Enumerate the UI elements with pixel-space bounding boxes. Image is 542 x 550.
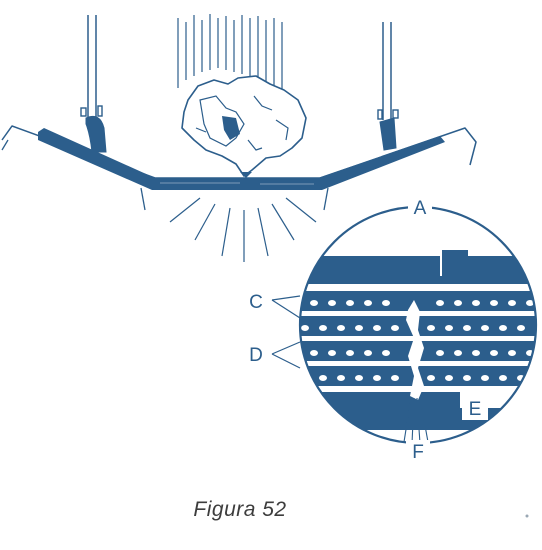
cord-dot xyxy=(319,325,327,331)
label-d: D xyxy=(249,345,263,366)
cord-dot xyxy=(454,300,462,306)
cord-dot xyxy=(355,325,363,331)
cord-dot xyxy=(526,300,534,306)
figure-caption: Figura 52 xyxy=(193,498,287,521)
right-mount-bracket xyxy=(379,117,397,151)
label-b: B xyxy=(449,254,462,275)
top-cover-layer xyxy=(300,256,536,284)
cord-dot xyxy=(436,350,444,356)
cord-dot xyxy=(499,375,507,381)
label-a: A xyxy=(414,198,427,219)
speck xyxy=(525,514,529,518)
conveyor-belt xyxy=(38,128,445,190)
cord-dot xyxy=(391,375,399,381)
cord-dot xyxy=(472,350,480,356)
rock-illustration xyxy=(181,75,307,178)
right-support-post xyxy=(382,22,392,120)
cord-dot xyxy=(508,300,516,306)
cord-dot xyxy=(382,300,390,306)
cord-dot xyxy=(535,375,536,381)
cord-dot xyxy=(328,350,336,356)
penetration-lines xyxy=(403,397,429,443)
cord-dot xyxy=(445,325,453,331)
cord-dot xyxy=(490,350,498,356)
cord-dot xyxy=(346,350,354,356)
cord-dot xyxy=(346,300,354,306)
magnified-belt-detail xyxy=(292,256,536,443)
label-f: F xyxy=(412,442,424,463)
cord-dot xyxy=(481,375,489,381)
cord-dot xyxy=(472,300,480,306)
cord-dot xyxy=(301,325,309,331)
cord-dot xyxy=(337,375,345,381)
label-e: E xyxy=(469,399,482,420)
cord-dot xyxy=(445,375,453,381)
label-c: C xyxy=(249,292,263,313)
cord-dot xyxy=(382,350,390,356)
cord-dot xyxy=(517,325,525,331)
fabric-cords xyxy=(292,300,536,381)
cord-dot xyxy=(364,350,372,356)
cord-dot xyxy=(301,375,309,381)
cord-dot xyxy=(355,375,363,381)
cord-dot xyxy=(319,375,327,381)
cord-dot xyxy=(454,350,462,356)
cord-dot xyxy=(436,300,444,306)
cord-dot xyxy=(337,325,345,331)
left-mount-bracket xyxy=(85,115,107,153)
cord-dot xyxy=(292,300,300,306)
left-support-post xyxy=(87,15,97,120)
falling-motion-lines xyxy=(177,14,283,98)
ply-layer-1 xyxy=(300,291,536,311)
cord-dot xyxy=(364,300,372,306)
left-bolt xyxy=(80,105,103,117)
cord-dot xyxy=(310,350,318,356)
impact-rays xyxy=(169,197,317,262)
cord-dot xyxy=(508,350,516,356)
cord-dot xyxy=(373,325,381,331)
leader-lines xyxy=(271,295,301,369)
cord-dot xyxy=(310,300,318,306)
cord-dot xyxy=(463,375,471,381)
cord-dot xyxy=(427,325,435,331)
cord-dot xyxy=(463,325,471,331)
cord-dot xyxy=(499,325,507,331)
right-bolt xyxy=(377,109,399,120)
cord-dot xyxy=(490,300,498,306)
cut-penetration xyxy=(406,300,424,400)
cord-dot xyxy=(427,375,435,381)
cord-dot xyxy=(391,325,399,331)
belt-surface-lines xyxy=(160,182,314,185)
cord-dot xyxy=(328,300,336,306)
cord-dot xyxy=(373,375,381,381)
cord-dot xyxy=(481,325,489,331)
cord-dot xyxy=(292,350,300,356)
